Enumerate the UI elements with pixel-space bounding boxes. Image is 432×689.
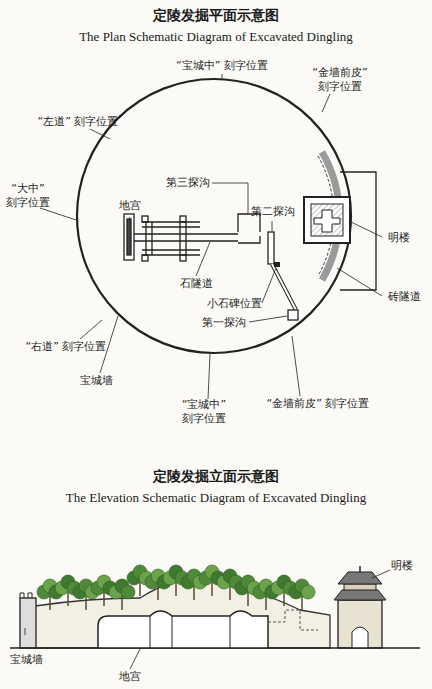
part-label: 第一探沟 bbox=[202, 316, 246, 330]
inscription-label: “金墙前皮” 刻字位置 bbox=[312, 66, 367, 94]
trench-1 bbox=[288, 310, 298, 320]
small-stele bbox=[274, 262, 280, 267]
title: 定陵发掘平面示意图 bbox=[153, 7, 279, 25]
part-label: 地宫 bbox=[119, 199, 141, 213]
subtitle: The Plan Schematic Diagram of Excavated … bbox=[79, 29, 353, 45]
inscription-label: “金墙前皮” 刻字位置 bbox=[267, 397, 370, 411]
inscription-label: “宝城中” 刻字位置 bbox=[182, 398, 226, 426]
part-label: 明楼 bbox=[388, 231, 410, 245]
title: 定陵发掘立面示意图 bbox=[153, 468, 279, 486]
part-label: 砖隧道 bbox=[388, 290, 421, 304]
inscription-label: “左道” 刻字位置 bbox=[38, 115, 119, 129]
trench-1-line bbox=[272, 264, 296, 310]
elevation bbox=[10, 565, 420, 669]
part-label: 石隧道 bbox=[180, 277, 213, 291]
minglou bbox=[304, 197, 350, 243]
underground-palace bbox=[124, 214, 238, 261]
inscription-label: “右道” 刻字位置 bbox=[26, 340, 107, 354]
part-label: 宝城墙 bbox=[80, 374, 113, 388]
trench-2 bbox=[268, 232, 274, 264]
part-label: 第三探沟 bbox=[166, 176, 210, 190]
minglou-section bbox=[338, 600, 382, 648]
baocheng-wall-section bbox=[20, 598, 36, 648]
part-label: 小石碑位置 bbox=[207, 297, 262, 311]
part-label: 第二探沟 bbox=[251, 205, 295, 219]
part-label: 地宫 bbox=[119, 670, 141, 684]
underground-palace-section bbox=[98, 611, 268, 648]
part-label: 宝城墙 bbox=[10, 653, 43, 667]
subtitle: The Elevation Schematic Diagram of Excav… bbox=[66, 490, 366, 506]
inscription-label: “宝城中” 刻字位置 bbox=[176, 59, 268, 73]
inscription-label: “大中” 刻字位置 bbox=[6, 182, 50, 210]
part-label: 明楼 bbox=[391, 559, 413, 573]
